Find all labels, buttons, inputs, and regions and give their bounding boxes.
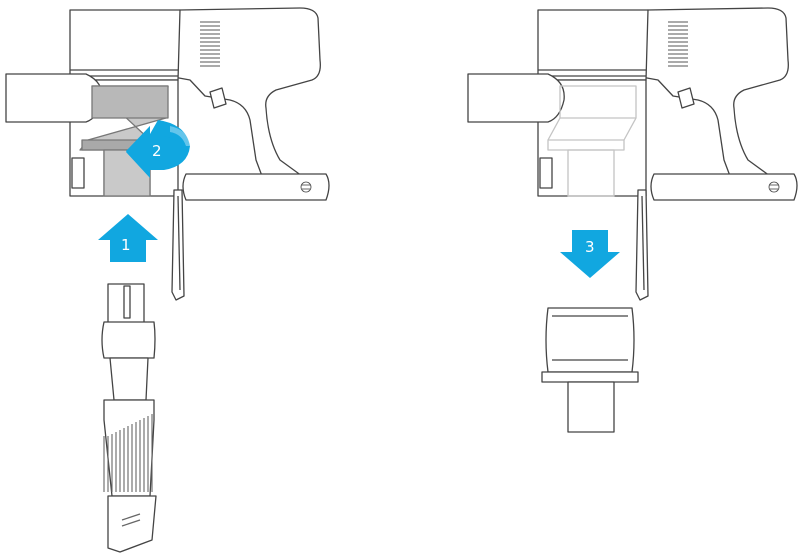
wall-bracket-right xyxy=(635,189,649,301)
vent-slots xyxy=(200,21,220,67)
crevice-tip xyxy=(107,495,157,553)
step-2-label: 2 xyxy=(152,142,162,160)
bin-latch-right xyxy=(539,157,553,189)
vent-slots-right xyxy=(668,21,688,67)
front-nozzle-right xyxy=(467,73,565,123)
left-vacuum-unit xyxy=(5,7,330,553)
battery-pack xyxy=(182,173,330,201)
step-2-arrow: 2 xyxy=(126,120,192,178)
trigger-right xyxy=(677,87,695,109)
removed-adapter xyxy=(541,307,639,433)
faded-adapter-outline xyxy=(547,85,637,197)
down-arrow-icon xyxy=(560,230,620,278)
step-3-label: 3 xyxy=(585,238,595,256)
front-nozzle xyxy=(5,73,103,123)
brush-bristles xyxy=(103,414,153,492)
step-1-label: 1 xyxy=(121,236,131,254)
step-1-arrow: 1 xyxy=(98,214,158,262)
battery-pack-right xyxy=(650,173,798,201)
trigger xyxy=(209,87,227,109)
vacuum-handle xyxy=(167,7,321,177)
right-vacuum-unit xyxy=(467,7,798,433)
wall-bracket xyxy=(171,189,185,301)
vacuum-handle-right xyxy=(635,7,789,177)
step-3-arrow: 3 xyxy=(560,230,620,278)
battery-indicator-right xyxy=(768,181,780,193)
battery-indicator xyxy=(300,181,312,193)
up-arrow-icon xyxy=(98,214,158,262)
bin-latch xyxy=(71,157,85,189)
crevice-tool xyxy=(101,283,157,553)
